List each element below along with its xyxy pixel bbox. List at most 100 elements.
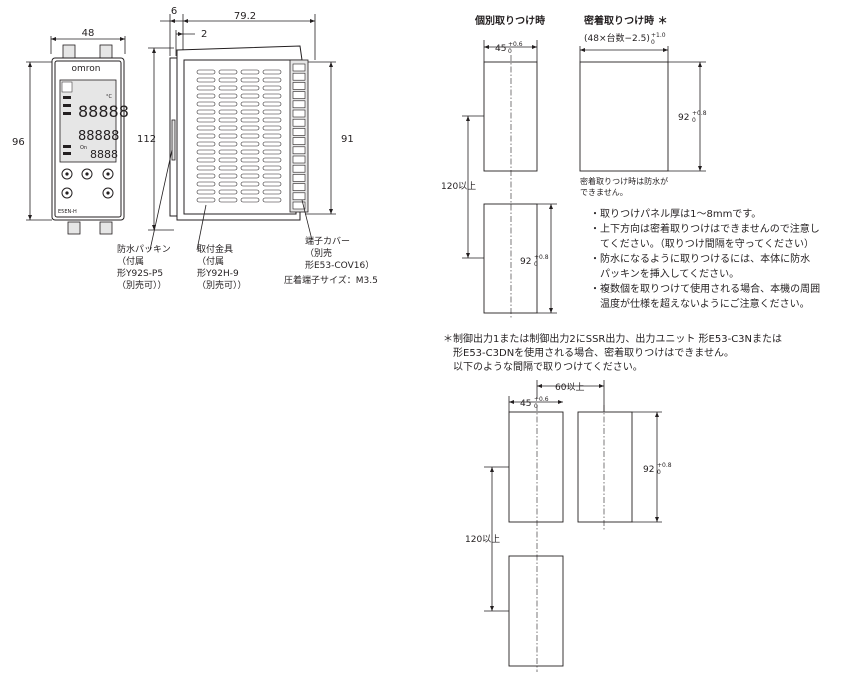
svg-text:+0.8: +0.8 <box>692 110 707 117</box>
terminal-screw <box>292 192 306 201</box>
spaced-width: 45 <box>520 399 531 409</box>
vent-slot <box>196 85 216 91</box>
vent-grid <box>196 69 282 203</box>
vent-slot <box>196 157 216 163</box>
gasket-label: 防水パッキン （付属 形Y92S-P5 （別売可）） <box>117 243 174 291</box>
gang-note: 密着取りつけ時は防水が できません。 <box>580 176 671 197</box>
svg-text:0: 0 <box>508 48 512 55</box>
model-label: E5EN-H <box>58 209 77 215</box>
svg-text:0: 0 <box>534 261 538 268</box>
mounting-notes: ・取りつけパネル厚は1〜8mmです。 ・上下方向は密着取りつけはできませんので注… <box>590 208 823 310</box>
vent-slot <box>240 101 260 107</box>
vent-slot <box>218 69 238 75</box>
vent-slot <box>262 133 282 139</box>
spaced-cutout-bottom <box>508 555 564 667</box>
terminal-screw <box>292 91 306 99</box>
gang-cutout <box>579 61 669 172</box>
vent-slot <box>240 93 260 99</box>
svg-text:+0.6: +0.6 <box>508 41 523 48</box>
gang-formula: (48×台数−2.5) <box>584 32 650 44</box>
dim-side-step: 2 <box>201 29 207 40</box>
vent-slot <box>218 157 238 163</box>
gang-height: 92 <box>678 113 689 123</box>
terminal-screw <box>292 155 306 164</box>
vent-slot <box>240 125 260 131</box>
vent-slot <box>218 77 238 83</box>
pv-display: 88888 <box>78 102 129 121</box>
spaced-cutout-right <box>577 411 633 523</box>
dim-side-front: 6 <box>171 6 177 17</box>
indiv-height: 92 <box>520 257 531 267</box>
vent-slot <box>218 197 238 203</box>
vent-slot <box>240 181 260 187</box>
terminal-screw <box>292 201 306 210</box>
vent-slot <box>218 189 238 195</box>
vent-slot <box>196 109 216 115</box>
mv-display: 8888 <box>90 148 118 161</box>
indiv-cutout-bottom <box>483 203 538 314</box>
vent-slot <box>196 141 216 147</box>
terminal-screw <box>292 63 306 72</box>
vent-slot <box>196 181 216 187</box>
vent-slot <box>240 197 260 203</box>
brand-logo: omron <box>72 64 101 74</box>
vent-slot <box>240 109 260 115</box>
vent-slot <box>218 165 238 171</box>
vent-slot <box>262 181 282 187</box>
bracket-label: 取付金具 （付属 形Y92H-9 （別売可）） <box>197 243 247 291</box>
gang-mount-cutout: 密着取りつけ時 ＊ (48×台数−2.5) +1.0 0 92 +0.8 0 密… <box>579 14 707 197</box>
vent-slot <box>240 133 260 139</box>
dim-side-total: 79.2 <box>234 11 256 22</box>
vent-slot <box>240 85 260 91</box>
vent-slot <box>262 189 282 195</box>
dim-front-height: 96 <box>12 137 25 148</box>
vent-slot <box>196 149 216 155</box>
sv-display: 88888 <box>78 129 119 144</box>
vent-slot <box>262 117 282 123</box>
vent-slot <box>218 109 238 115</box>
svg-text:0: 0 <box>651 39 655 46</box>
vent-slot <box>262 109 282 115</box>
vent-slot <box>196 173 216 179</box>
terminal-screw <box>292 128 306 136</box>
vent-slot <box>218 149 238 155</box>
vent-slot <box>262 85 282 91</box>
svg-text:+0.8: +0.8 <box>534 254 549 261</box>
vent-slot <box>196 189 216 195</box>
svg-text:+0.6: +0.6 <box>534 396 549 403</box>
terminal-screw <box>292 146 306 155</box>
vent-slot <box>262 141 282 147</box>
terminal-screw <box>292 137 306 145</box>
indicator-unit: °C <box>106 94 113 100</box>
svg-text:0: 0 <box>657 469 661 476</box>
vent-slot <box>218 117 238 123</box>
vent-slot <box>196 77 216 83</box>
vent-slot <box>196 165 216 171</box>
vent-slot <box>240 141 260 147</box>
svg-text:0: 0 <box>692 117 696 124</box>
vent-slot <box>240 157 260 163</box>
vent-slot <box>218 141 238 147</box>
indiv-gap: 120以上 <box>441 181 476 192</box>
svg-text:+1.0: +1.0 <box>651 32 666 39</box>
terminal-screw <box>292 174 306 182</box>
vent-slot <box>218 125 238 131</box>
vent-slot <box>240 117 260 123</box>
vent-slot <box>262 69 282 75</box>
side-view: 79.2 6 2 112 91 <box>137 6 354 231</box>
vent-slot <box>262 197 282 203</box>
ssr-note: ＊制御出力1または制御出力2にSSR出力、出力ユニット 形E53-C3Nまたは … <box>443 332 785 373</box>
vent-slot <box>262 157 282 163</box>
vent-slot <box>196 93 216 99</box>
vent-slot <box>240 149 260 155</box>
vent-slot <box>218 85 238 91</box>
vent-slot <box>262 77 282 83</box>
key-buttons <box>61 168 114 199</box>
spaced-cutout-left <box>508 411 564 523</box>
vent-slot <box>262 93 282 99</box>
dim-front-width: 48 <box>82 28 95 39</box>
svg-text:+0.8: +0.8 <box>657 462 672 469</box>
terminal-screw <box>292 109 306 118</box>
vent-slot <box>262 173 282 179</box>
